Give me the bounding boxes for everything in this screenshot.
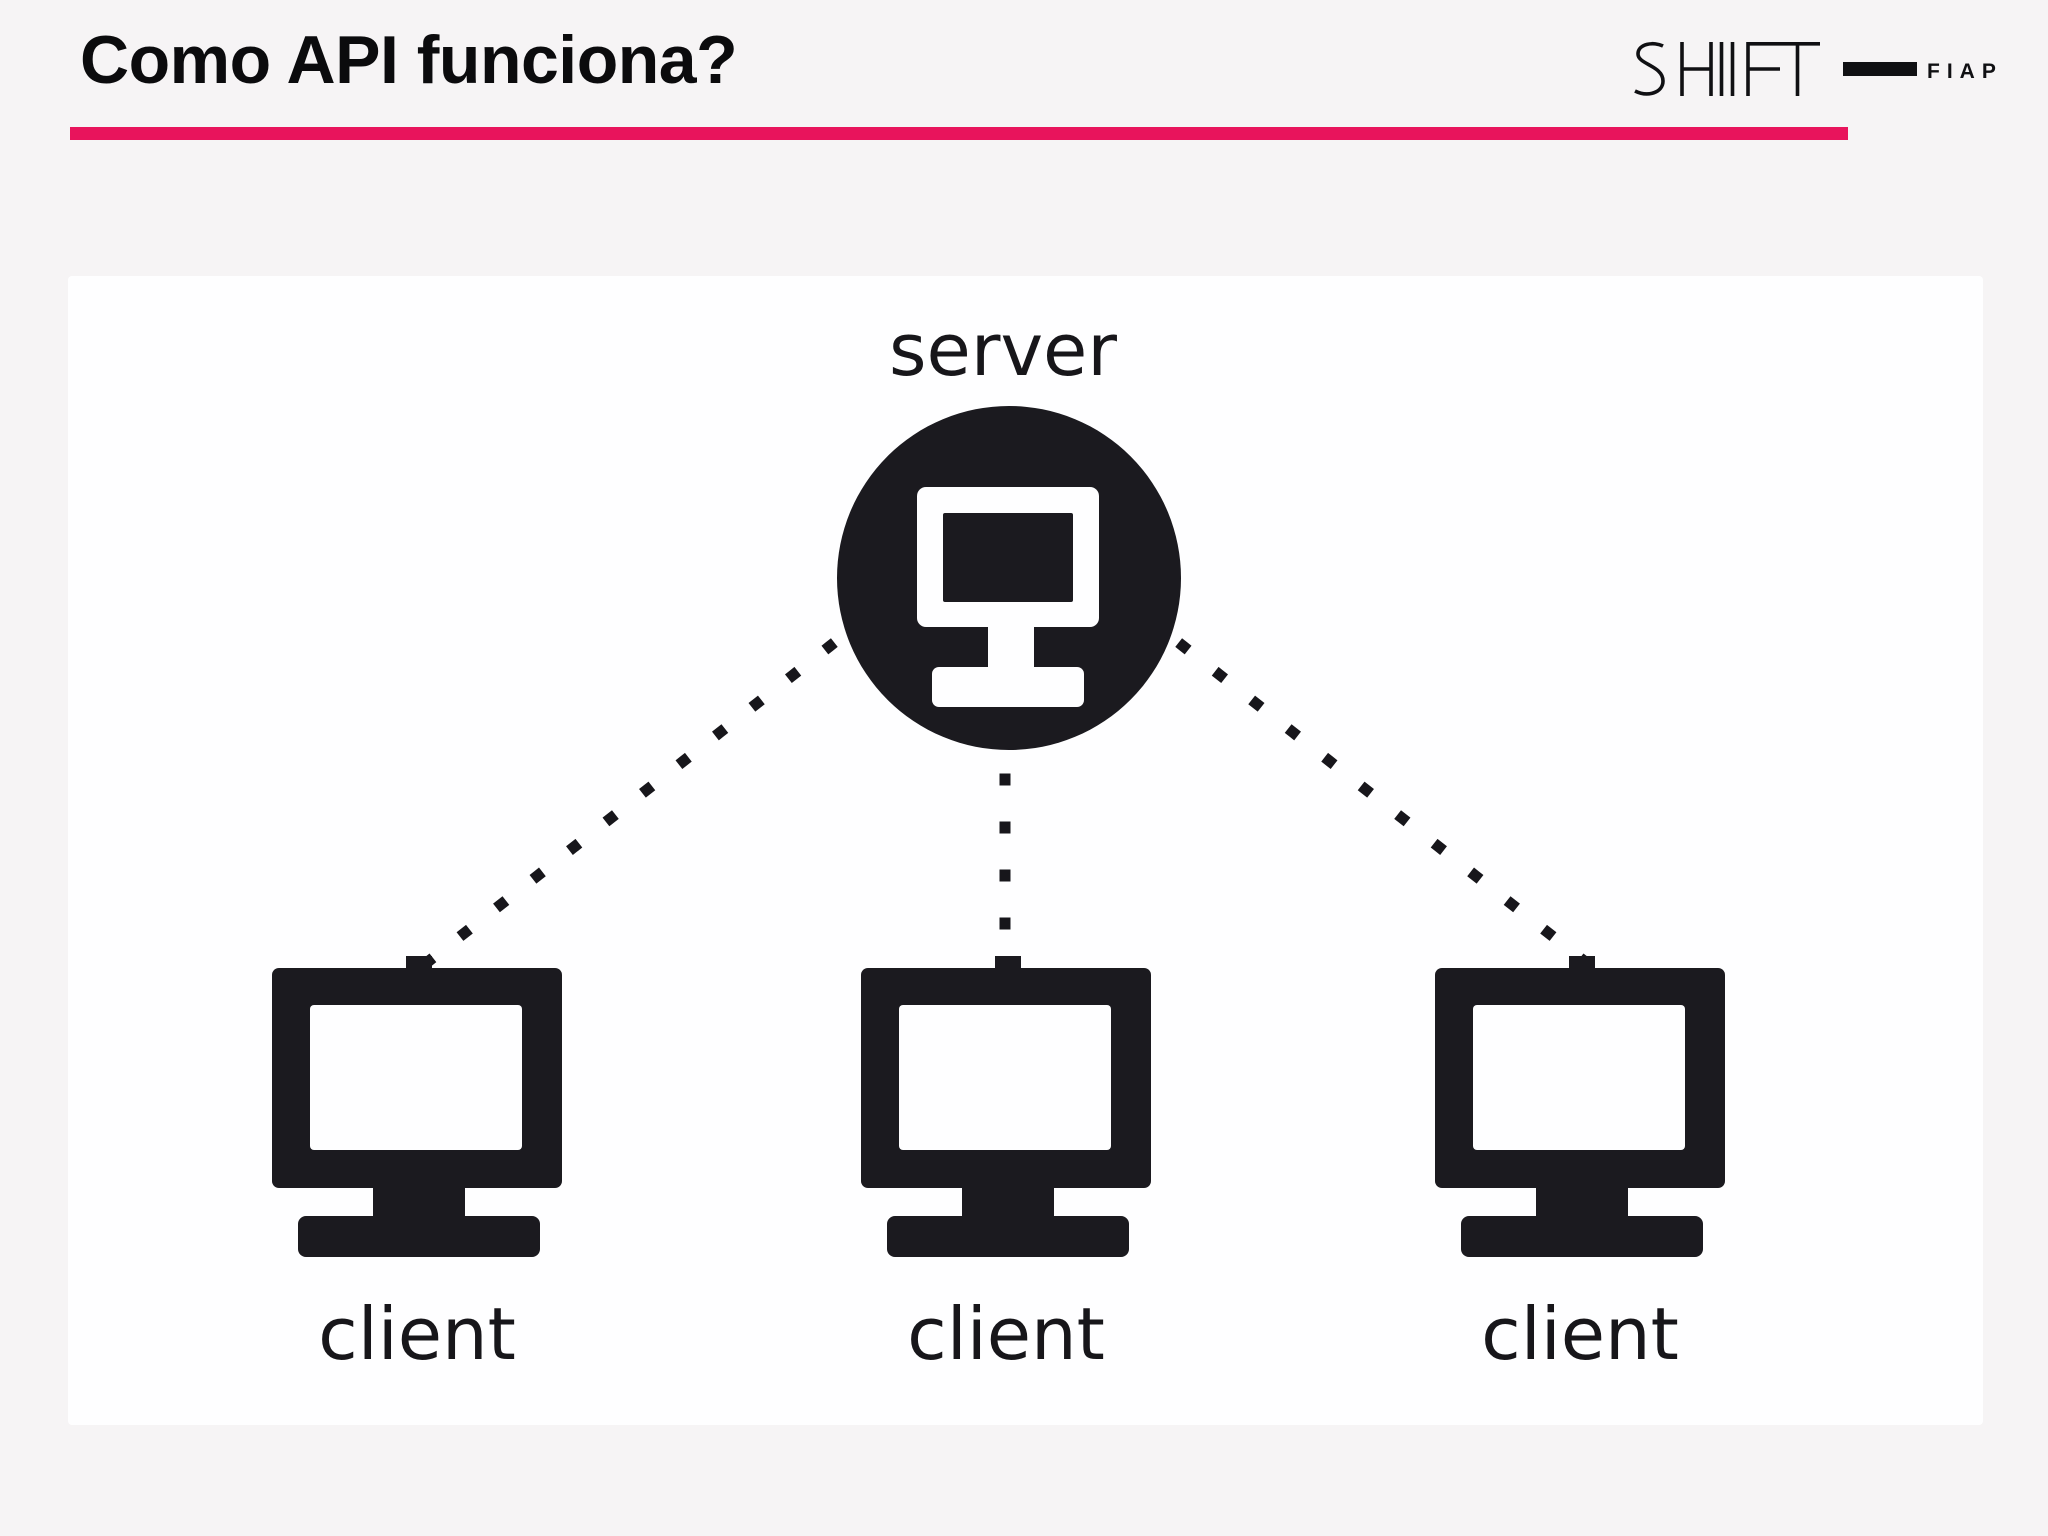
shift-logo-icon — [1634, 41, 1820, 96]
title-underline — [70, 127, 1848, 140]
client-icon — [861, 956, 1151, 1258]
client-node-label: client — [907, 1292, 1105, 1376]
client-computer-icon — [861, 956, 1151, 1257]
client-computer-icon — [272, 956, 562, 1257]
client-icon — [272, 956, 562, 1258]
fiap-logo-text: FIAP — [1927, 60, 2003, 83]
page-title: Como API funciona? — [80, 22, 738, 98]
client-computer-icon — [1435, 956, 1725, 1257]
client-icon — [1435, 956, 1725, 1258]
logo-divider-bar — [1843, 62, 1917, 76]
shift-fiap-logo: FIAP — [1630, 40, 2010, 100]
server-icon — [837, 406, 1181, 750]
server-node-label: server — [889, 308, 1117, 392]
client-node-label: client — [318, 1292, 516, 1376]
server-computer-icon — [837, 406, 1181, 750]
client-node-label: client — [1481, 1292, 1679, 1376]
